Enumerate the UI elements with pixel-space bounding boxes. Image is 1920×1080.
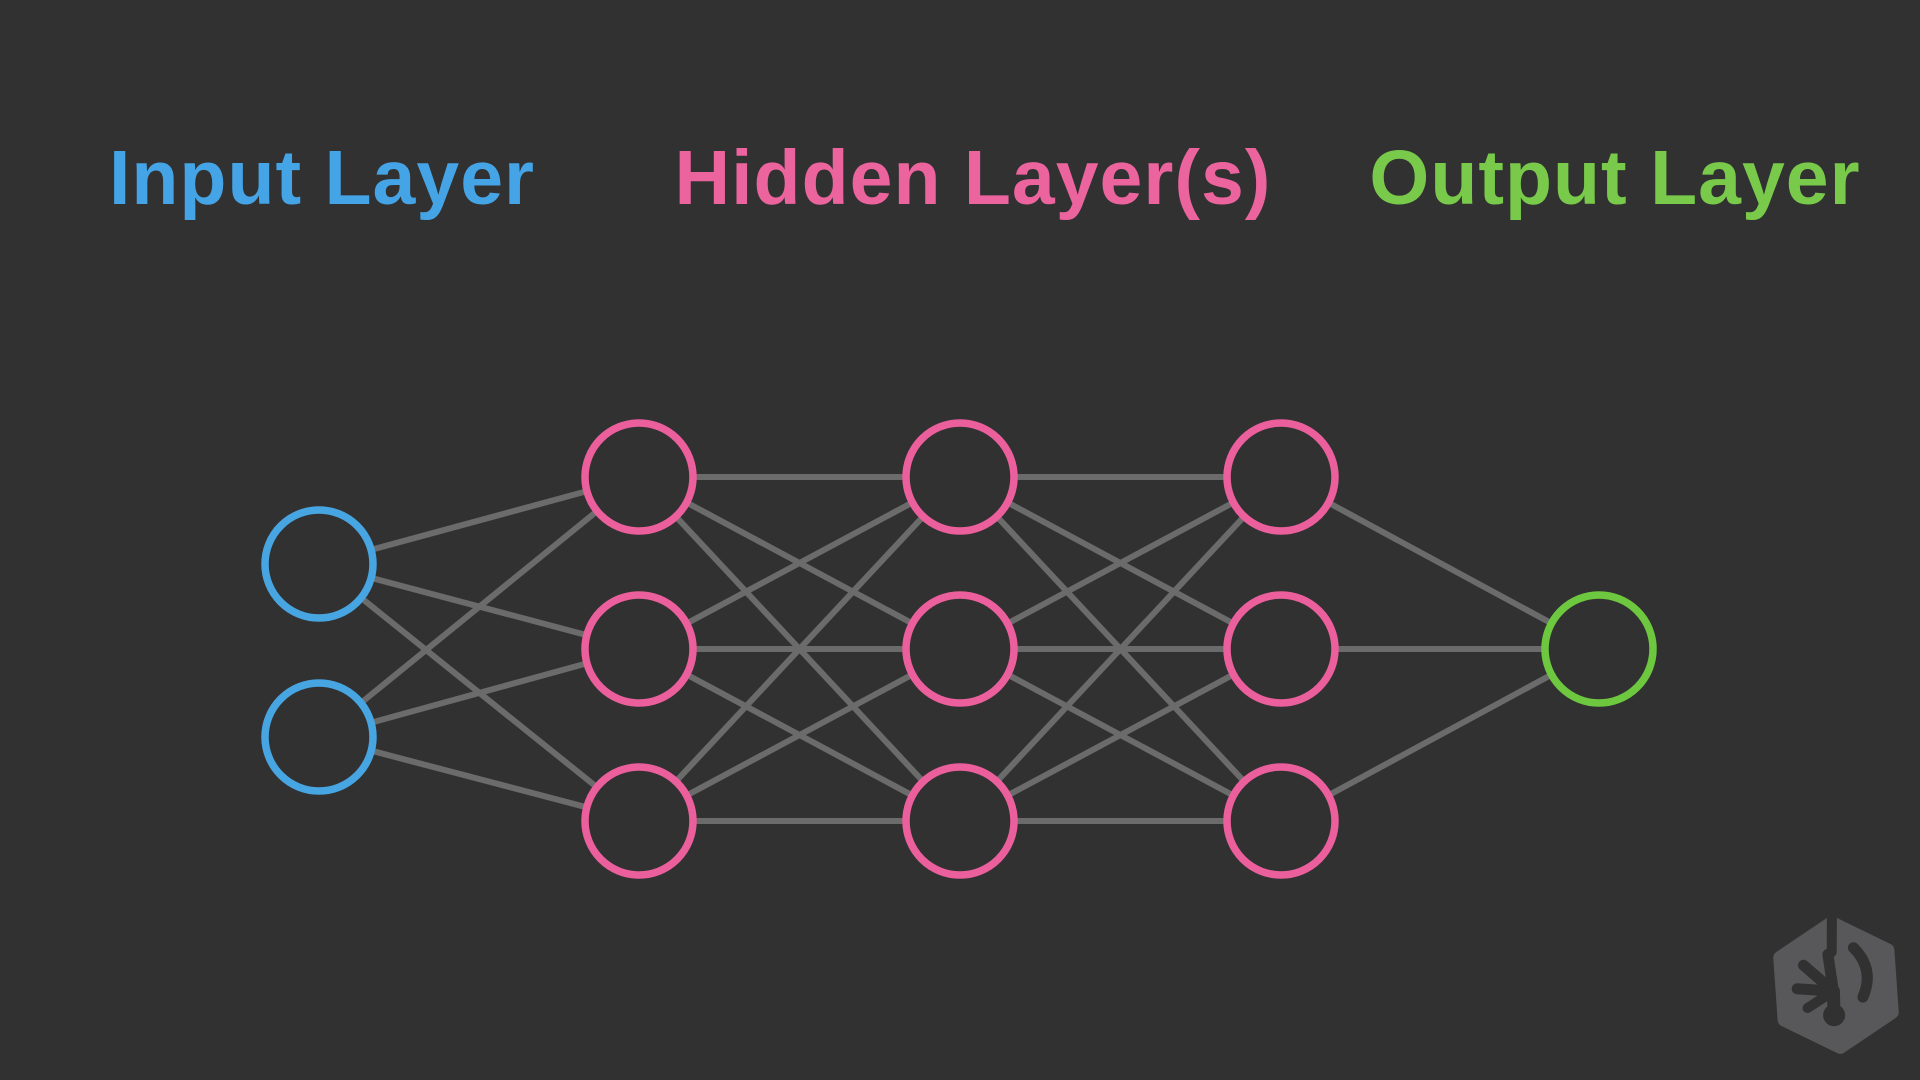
edge-line (1279, 474, 1601, 652)
node-hidden-layer-3-1 (1223, 419, 1339, 535)
edge-line (637, 474, 962, 652)
edge-line (958, 646, 1283, 824)
node-input-layer-2 (261, 679, 377, 795)
node-hidden-layer-2-3 (902, 763, 1018, 879)
neuron-nodes (261, 419, 1657, 879)
title-hidden-layers: Hidden Layer(s) (674, 135, 1272, 221)
node-hidden-layer-2-1 (902, 419, 1018, 535)
edge-line (317, 474, 641, 740)
edge-line (1279, 646, 1601, 824)
node-hidden-layer-3-2 (1223, 591, 1339, 707)
edge-line (958, 474, 1283, 652)
title-input-layer: Input Layer (108, 135, 536, 221)
node-hidden-layer-1-3 (581, 763, 697, 879)
edge-line (636, 474, 963, 824)
node-input-layer-1 (261, 506, 377, 622)
edge-line (637, 646, 962, 824)
node-output-layer-1 (1541, 591, 1657, 707)
logo-frog-foot (1791, 908, 1873, 1027)
node-hidden-layer-1-1 (581, 419, 697, 535)
edge-line (957, 474, 1284, 824)
node-hidden-layer-3-3 (1223, 763, 1339, 879)
title-output-layer: Output Layer (1369, 135, 1861, 221)
node-hidden-layer-1-2 (581, 591, 697, 707)
treehouse-logo-icon (1773, 908, 1899, 1054)
node-hidden-layer-2-2 (902, 591, 1018, 707)
